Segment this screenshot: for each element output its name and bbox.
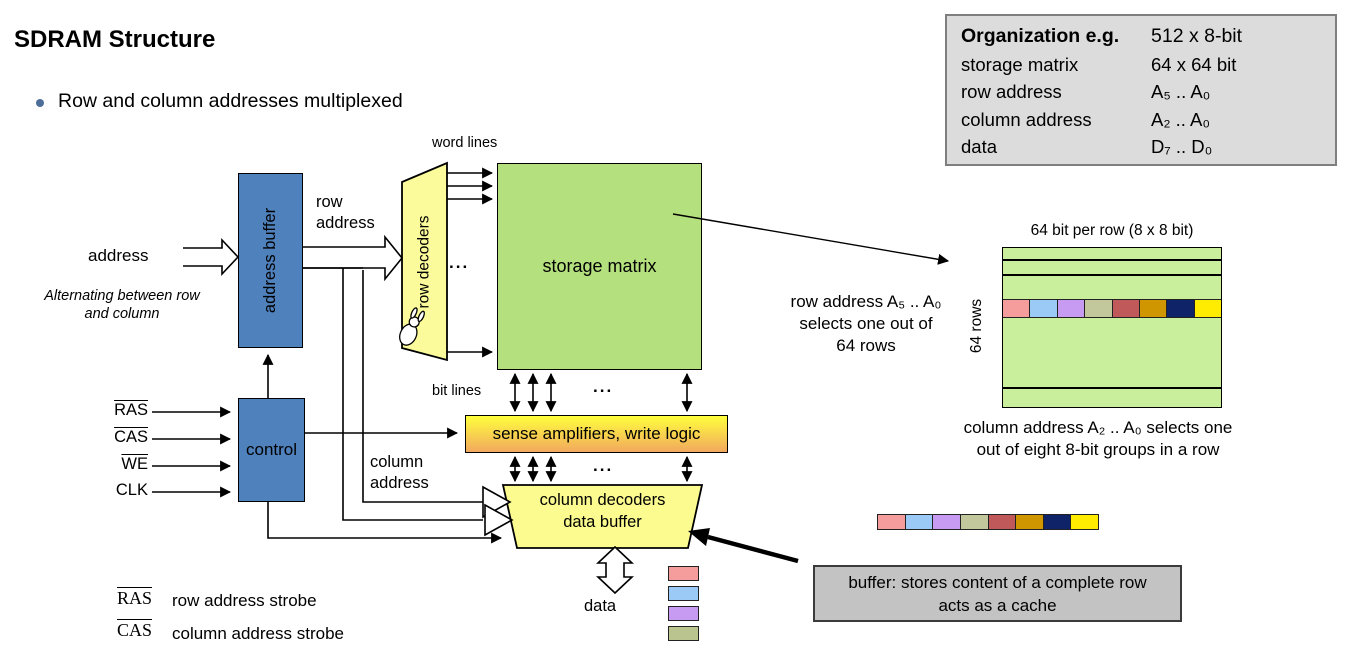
alternating-note: Alternating between row and column [44, 288, 200, 322]
row-address-arrow [303, 234, 404, 282]
org-row: data D₇ .. D₀ [961, 133, 1335, 161]
org-row-label: column address [961, 108, 1092, 130]
column-decoders-block: column decoders data buffer [503, 489, 702, 533]
row-cell [1111, 300, 1139, 317]
signal-label-clk: CLK [115, 481, 148, 499]
org-row-label: Organization e.g. [961, 25, 1120, 47]
org-row-value: A₅ .. A₀ [1151, 81, 1211, 102]
control-to-columndecoder-wire [267, 502, 503, 544]
control-label: control [245, 440, 298, 459]
row-cell [1138, 300, 1167, 317]
org-row-value: D₇ .. D₀ [1151, 136, 1213, 157]
address-buffer-label: address buffer [261, 207, 279, 314]
row-cell [1003, 300, 1030, 317]
data-stack-cell [668, 586, 699, 601]
control-block: control [238, 398, 305, 502]
column-address-label: column address [370, 453, 429, 492]
strip-cell [904, 515, 933, 529]
ellipsis: ... [449, 253, 470, 272]
org-row-label: storage matrix [961, 53, 1079, 75]
column-address-caption: column address A₂ .. A₀ selects one out … [928, 417, 1268, 461]
strip-cell [1042, 515, 1071, 529]
org-row-value: 512 x 8-bit [1151, 25, 1243, 47]
row-cell [1029, 300, 1057, 317]
address-input-arrow [183, 237, 240, 277]
data-double-arrow [595, 545, 635, 595]
bit-lines-label: bit lines [432, 383, 482, 399]
signal-label-cas: CAS [114, 428, 148, 446]
data-stack-cell [668, 626, 699, 641]
column-address-caption-line2: out of eight 8-bit groups in a row [976, 440, 1220, 459]
word-lines-label: word lines [432, 135, 498, 151]
org-row-value: A₂ .. A₀ [1151, 108, 1211, 130]
strip-cell [987, 515, 1016, 529]
address-buffer-block: address buffer [238, 173, 303, 348]
strip-cell [959, 515, 988, 529]
org-row: Organization e.g. 512 x 8-bit [961, 23, 1335, 51]
sense-amplifiers-label: sense amplifiers, write logic [492, 424, 701, 443]
row-address-caption: row address A₅ .. A₀ selects one out of … [768, 291, 964, 357]
row-detail-side-label: 64 rows [968, 298, 985, 354]
bullet-text: Row and column addresses multiplexed [58, 90, 403, 112]
buffer-note-line1: buffer: stores content of a complete row [848, 572, 1147, 592]
ellipsis: ... [593, 456, 614, 475]
row-address-label: row address [316, 193, 375, 232]
strip-cell [1070, 515, 1098, 529]
row-line [1003, 387, 1221, 389]
row-buffer-strip [877, 514, 1099, 530]
legend-desc-cas: column address strobe [172, 624, 344, 643]
legend-signal-cas: CAS [117, 620, 153, 640]
org-row-label: data [961, 136, 998, 157]
strip-cell [1015, 515, 1043, 529]
row-cell [1056, 300, 1085, 317]
storage-matrix-block: storage matrix [497, 163, 702, 370]
organization-table: Organization e.g. 512 x 8-bit storage ma… [945, 14, 1337, 166]
row-cell [1166, 300, 1194, 317]
row-detail-matrix [1002, 247, 1222, 408]
signal-label-ras: RAS [114, 401, 148, 419]
org-row: column address A₂ .. A₀ [961, 106, 1335, 134]
row-address-caption-line1: row address A₅ .. A₀ [790, 292, 942, 311]
strip-cell [878, 515, 905, 529]
sense-amplifiers-block: sense amplifiers, write logic [465, 415, 728, 453]
data-label: data [584, 597, 617, 615]
buffer-note-line2: acts as a cache [938, 595, 1057, 615]
row-decoders-block: row decoders [402, 163, 447, 360]
ellipsis: ... [593, 377, 614, 396]
row-address-caption-line2: selects one out of [799, 314, 933, 333]
org-row: storage matrix 64 x 64 bit [961, 51, 1335, 79]
page-title: SDRAM Structure [14, 26, 216, 53]
buffer-note: buffer: stores content of a complete row… [813, 565, 1182, 622]
signal-label-we: WE [121, 455, 148, 473]
strip-cell [932, 515, 960, 529]
legend-desc-ras: row address strobe [172, 591, 317, 610]
selected-row [1003, 299, 1221, 318]
legend-signal-ras: RAS [117, 588, 153, 608]
data-stack-cell [668, 566, 699, 581]
column-decoders-label-line1: column decoders [539, 491, 666, 509]
row-line [1003, 274, 1221, 276]
column-address-caption-line1: column address A₂ .. A₀ selects one [963, 418, 1233, 437]
data-stack-cell [668, 606, 699, 621]
row-decoders-label: row decoders [415, 214, 433, 309]
org-row-value: 64 x 64 bit [1151, 53, 1237, 75]
matrix-to-rowdetail-arrow [672, 213, 950, 265]
storage-matrix-label: storage matrix [542, 256, 657, 276]
row-cell [1193, 300, 1221, 317]
org-row: row address A₅ .. A₀ [961, 78, 1335, 106]
row-detail-title: 64 bit per row (8 x 8 bit) [1030, 222, 1194, 239]
row-line [1003, 259, 1221, 261]
row-cell [1084, 300, 1112, 317]
row-address-caption-line3: 64 rows [836, 336, 896, 355]
note-to-buffer-arrow-shaft [707, 534, 799, 564]
column-decoders-label-line2: data buffer [563, 513, 642, 531]
bullet-icon [36, 99, 44, 107]
org-row-label: row address [961, 81, 1062, 102]
address-label: address [88, 246, 149, 265]
